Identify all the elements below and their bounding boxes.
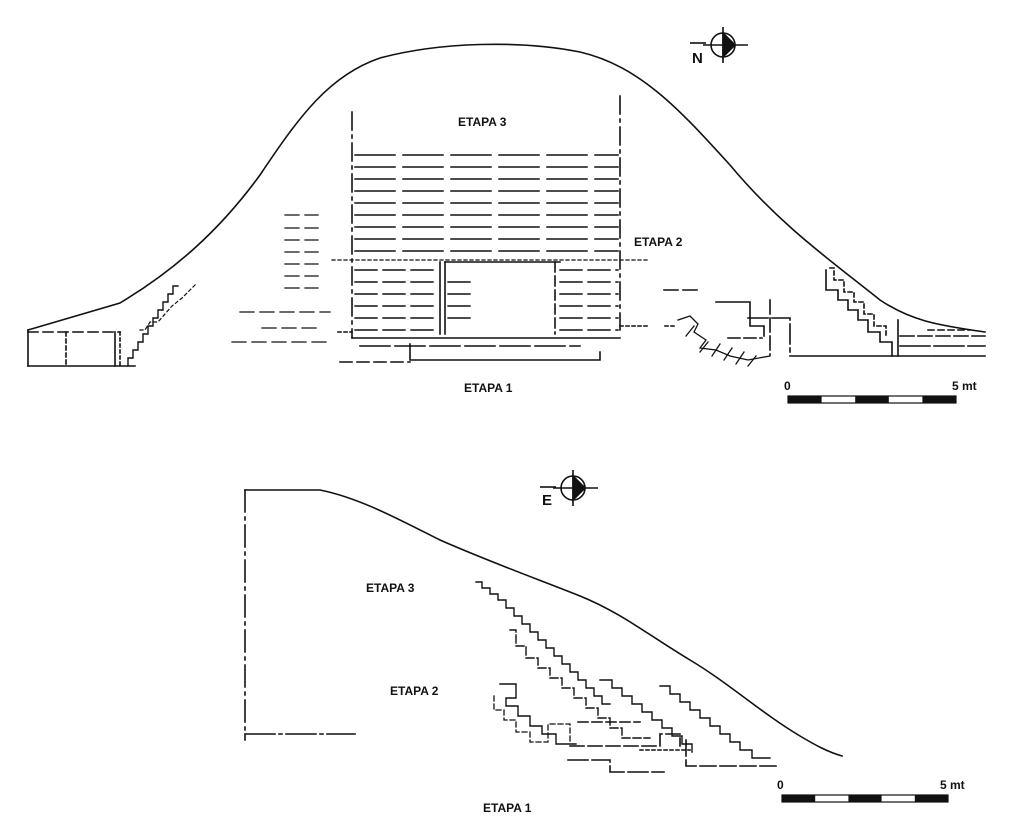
- bottom-scale-end: 5 mt: [940, 778, 965, 792]
- top-section: [27, 43, 986, 367]
- top-mound-outline: [27, 43, 986, 333]
- bottom-scale-bar: [781, 794, 949, 803]
- top-scale-bar: [787, 395, 957, 404]
- east-compass: [540, 470, 598, 506]
- bottom-stage1-base: [567, 721, 781, 773]
- bottom-stage3-stairs-3: [659, 685, 771, 759]
- bottom-mound-outline: [244, 489, 843, 757]
- top-stage1-base: [337, 325, 651, 363]
- bottom-stage2-stairs: [509, 629, 651, 739]
- bottom-scale-start: 0: [777, 778, 784, 792]
- top-central-structure: [351, 95, 621, 339]
- north-label: N: [692, 50, 703, 67]
- top-right-rubble: [677, 315, 771, 367]
- east-label: E: [542, 492, 552, 509]
- bottom-stage2-stairs-3: [493, 695, 571, 745]
- top-etapa1-label: ETAPA 1: [464, 381, 513, 395]
- bottom-section: [244, 489, 843, 773]
- top-right-stairs: [663, 267, 986, 357]
- bottom-stage2-stairs-2: [499, 683, 577, 745]
- top-left-stairs: [127, 285, 179, 367]
- top-stage3-courses: [354, 154, 619, 252]
- top-left-courses: [231, 214, 331, 343]
- top-stage2-courses: [354, 269, 619, 331]
- north-compass: [690, 27, 748, 63]
- top-left-base: [27, 329, 136, 367]
- bottom-etapa2-label: ETAPA 2: [390, 684, 439, 698]
- bottom-etapa3-label: ETAPA 3: [366, 581, 415, 595]
- top-left-stairs-dashed: [139, 283, 197, 331]
- top-scale-start: 0: [784, 379, 791, 393]
- bottom-stage3-stairs-2: [599, 679, 693, 753]
- top-etapa3-label: ETAPA 3: [458, 115, 507, 129]
- top-etapa2-label: ETAPA 2: [634, 235, 683, 249]
- bottom-etapa1-label: ETAPA 1: [483, 801, 532, 815]
- top-scale-end: 5 mt: [952, 379, 977, 393]
- bottom-stage3-stairs: [475, 581, 611, 705]
